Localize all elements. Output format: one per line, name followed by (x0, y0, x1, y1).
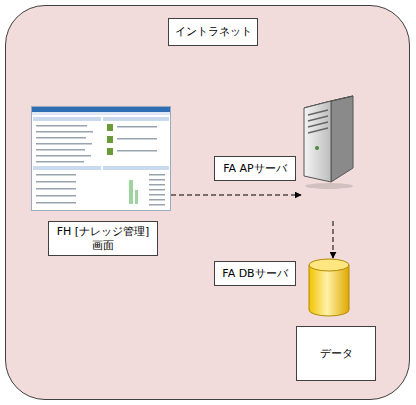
screen-label: FH [ナレッジ管理] 画面 (48, 221, 158, 256)
server-node: FA APサーバ (301, 96, 356, 221)
network-zone: イントラネットFH [ナレッジ管理] 画面FA APサーバFA DBサーバデータ (5, 5, 410, 400)
server-label: FA DBサーバ (214, 261, 296, 286)
server-label: FA APサーバ (214, 156, 296, 181)
database-node: FA DBサーバデータ (308, 258, 350, 318)
data-label: データ (296, 326, 376, 381)
server-icon (301, 96, 356, 191)
zone-label: イントラネット (168, 18, 258, 46)
screenshot-image (31, 106, 171, 211)
screen-node: FH [ナレッジ管理] 画面 (31, 106, 171, 256)
database-cylinder (308, 258, 350, 318)
